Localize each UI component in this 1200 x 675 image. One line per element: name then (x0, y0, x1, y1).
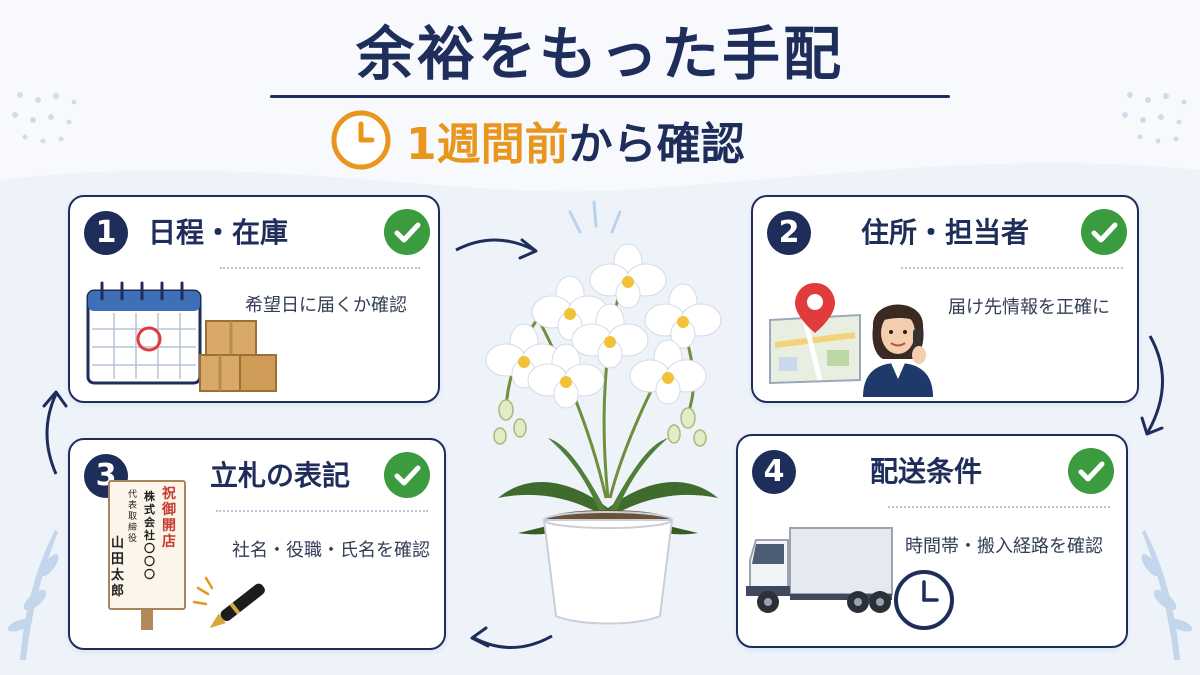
check-icon (1081, 209, 1127, 255)
subtitle-rest: から確認 (568, 119, 745, 170)
card-divider (220, 267, 420, 269)
card-number: 4 (752, 450, 796, 494)
card-number: 1 (84, 211, 128, 255)
person-phone-icon (863, 304, 933, 397)
card-divider (888, 506, 1110, 508)
card-address-contact: 2 住所・担当者 届け先情報を正確に (751, 195, 1139, 403)
card-divider (901, 267, 1123, 269)
card-description: 届け先情報を正確に (948, 297, 1110, 318)
placard-line2: 株式会社〇〇〇 (144, 490, 155, 581)
card-title: 住所・担当者 (861, 216, 1030, 249)
check-icon (384, 209, 430, 255)
arrow-1-to-2 (455, 238, 538, 260)
clock-icon (894, 570, 954, 630)
placard: 祝 御開店 株式会社〇〇〇 代表取締役 山田太郎 (108, 480, 186, 630)
map-pin-icon (769, 283, 861, 385)
calendar-icon (86, 281, 202, 385)
card-description: 時間帯・搬入経路を確認 (905, 536, 1103, 557)
subtitle: 1週間前から確認 (330, 108, 745, 172)
placard-line3: 代表取締役 (128, 490, 138, 544)
arrow-3-to-1 (42, 390, 68, 475)
arrow-2-to-4 (1140, 335, 1164, 436)
card-title: 立札の表記 (210, 459, 351, 492)
page-title: 余裕をもった手配 (355, 20, 844, 88)
orchid-icon (485, 200, 722, 625)
check-icon (1068, 448, 1114, 494)
truck-icon (746, 527, 893, 613)
card-description: 希望日に届くか確認 (245, 295, 407, 316)
card-schedule-stock: 1 日程・在庫 希望日に届くか確認 (68, 195, 440, 403)
card-title: 日程・在庫 (148, 216, 289, 249)
card-title: 配送条件 (870, 455, 983, 488)
check-icon (384, 452, 430, 498)
clock-icon (331, 110, 391, 170)
subtitle-emphasis: 1週間前 (406, 119, 569, 170)
card-delivery-conditions: 4 配送条件 時間帯・搬入経路を確認 (736, 434, 1128, 648)
card-placard-notation: 3 立札の表記 社名・役職・氏名を確認 祝 御開店 株式会社〇〇〇 代表取締役 … (68, 438, 446, 650)
card-number: 2 (767, 211, 811, 255)
arrow-4-to-3 (470, 626, 553, 649)
card-divider (216, 510, 428, 512)
placard-line1: 祝 御開店 (162, 486, 176, 550)
title-divider (270, 95, 950, 98)
box-icon (199, 320, 277, 392)
pen-icon (192, 576, 265, 629)
card-description: 社名・役職・氏名を確認 (232, 540, 430, 561)
placard-line4: 山田太郎 (111, 536, 125, 599)
